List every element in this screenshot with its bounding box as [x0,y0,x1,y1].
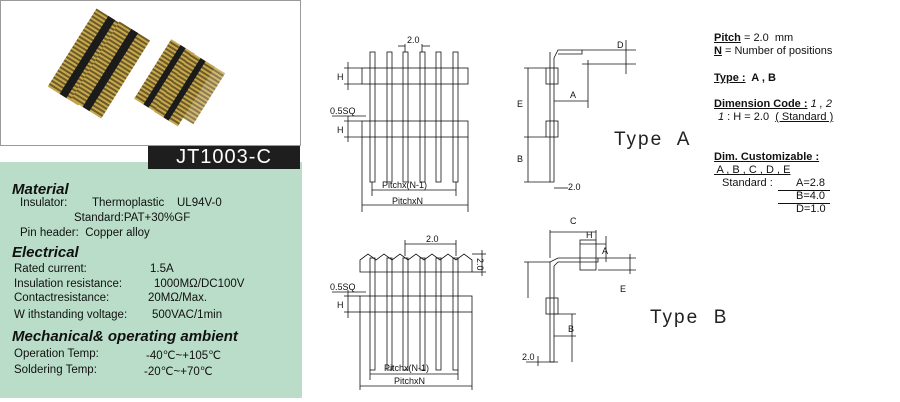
contact-resistance-value: 20MΩ/Max. [148,292,208,304]
dimension-code-spec: Dimension Code : 1 , 2 [714,98,832,110]
dim-side2-c: C [570,216,577,226]
dim-pitch-n: PitchxN [392,196,423,206]
dim-side2-a: A [602,246,608,256]
divider-b [778,203,830,204]
pitch-spec: Pitch = 2.0 mm [714,32,794,44]
withstanding-voltage-label: W ithstanding voltage: [14,309,128,321]
type-a-label: Type A [614,129,692,150]
type-b-front-view [332,240,486,390]
dimension-code-line: 1 : H = 2.0 ( Standard ) [718,111,834,123]
standard-b-value: B=4.0 [796,190,826,202]
customizable-list: A , B , C , D , E [714,164,791,176]
type-b-label: Type B [650,307,729,328]
withstanding-voltage-value: 500VAC/1min [152,309,223,321]
contact-resistance-label: Contactresistance: [14,292,110,304]
dim-h-lower: H [337,125,344,135]
rated-current-value: 1.5A [150,263,174,275]
type-a-front-view [332,44,469,212]
customizable-heading: Dim. Customizable : [714,151,820,163]
dim-bot-sq: 0.5SQ [330,282,356,292]
positions-spec: N = Number of positions [714,45,833,57]
rated-current-label: Rated current: [14,263,87,275]
insulation-resistance-value: 1000MΩ/DC100V [154,278,245,290]
pin-header-photo [47,8,226,127]
operation-temp-value: -40℃~+105℃ [146,350,222,362]
dim-bot-pitch-n: PitchxN [394,376,425,386]
dim-sq: 0.5SQ [330,106,356,116]
insulator-value: Thermoplastic UL94V-0 [92,197,222,209]
dim-side-b: B [517,154,523,164]
type-b-side-view [524,230,636,366]
operation-temp-label: Operation Temp: [14,348,99,360]
standard-material: Standard:PAT+30%GF [74,212,191,224]
product-photo [0,0,301,146]
divider-a [778,190,830,191]
spec-panel [0,162,302,398]
dim-side2-20: 2.0 [522,352,535,362]
insulation-resistance-label: Insulation resistance: [14,278,123,290]
dim-side-d: D [617,40,624,50]
standard-d-value: D=1.0 [796,203,826,215]
dim-h-upper: H [337,72,344,82]
model-number: JT1003-C [148,146,300,169]
technical-drawing: 2.0 H H 0.5SQ Pitchx(N-1) PitchxN D A E … [330,35,636,390]
standard-a-value: A=2.8 [796,177,826,189]
soldering-temp-label: Soldering Temp: [14,364,97,376]
dim-top-pitch: 2.0 [407,35,420,45]
soldering-temp-value: -20℃~+70℃ [144,366,213,378]
material-heading: Material [12,181,69,198]
standard-label: Standard : [722,177,773,189]
dim-bot-pitch-n1: Pitchx(N-1) [384,363,429,373]
dim-side-e: E [517,99,523,109]
dim-side-20: 2.0 [568,182,581,192]
dim-bot-h: H [337,300,344,310]
mechanical-heading: Mechanical& operating ambient [12,328,238,345]
dim-side2-e: E [620,284,626,294]
type-spec: Type : A , B [714,72,776,84]
dim-side-a: A [570,90,576,100]
dim-bot-20-side: 2.0 [475,258,485,271]
dim-bot-pitch: 2.0 [426,234,439,244]
insulator-label: Insulator: [20,197,68,209]
dim-pitch-n1: Pitchx(N-1) [382,180,427,190]
electrical-heading: Electrical [12,244,79,261]
dim-side2-b: B [568,324,574,334]
type-a-side-view [524,40,636,189]
pin-header-material: Pin header: Copper alloy [20,227,150,239]
dim-side2-h: H [586,230,593,240]
